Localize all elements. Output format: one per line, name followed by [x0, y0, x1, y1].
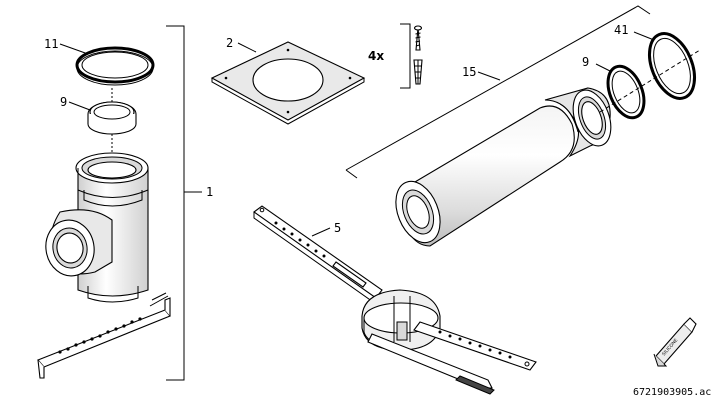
label-15: 15 — [462, 65, 476, 79]
screws-bracket — [400, 23, 411, 89]
leader-9-right — [595, 63, 613, 73]
tee-piece — [45, 152, 149, 303]
label-1: 1 — [206, 185, 213, 199]
leader-41 — [633, 31, 655, 41]
leader-5 — [311, 227, 331, 237]
label-5: 5 — [334, 221, 341, 235]
axis-right — [599, 49, 701, 113]
label-2: 2 — [226, 36, 233, 50]
seal-9-right — [606, 64, 646, 120]
seal-9-small — [87, 101, 137, 135]
drawing-reference-number: 6721903905.ac — [633, 387, 711, 398]
cover-plate-2 — [210, 41, 366, 125]
group-bracket-15 — [345, 5, 651, 179]
leader-11 — [59, 43, 89, 55]
seal-11 — [75, 46, 155, 86]
screw-icon — [413, 25, 423, 51]
clamp-bracket-5 — [253, 205, 537, 395]
leader-9-left — [68, 101, 91, 111]
seal-41 — [648, 32, 696, 100]
wall-bracket-left — [37, 292, 171, 379]
label-9-left: 9 — [60, 95, 67, 109]
leader-2 — [237, 42, 257, 53]
group-bracket-1 — [166, 25, 185, 381]
label-9-right: 9 — [582, 55, 589, 69]
wall-plug-icon — [413, 59, 423, 85]
label-41: 41 — [614, 23, 628, 37]
leader-15 — [477, 71, 501, 81]
label-4x: 4x — [368, 49, 384, 63]
silicone-tube: SILICONE — [653, 317, 697, 367]
pipe-15 — [395, 87, 612, 247]
label-11: 11 — [44, 37, 58, 51]
